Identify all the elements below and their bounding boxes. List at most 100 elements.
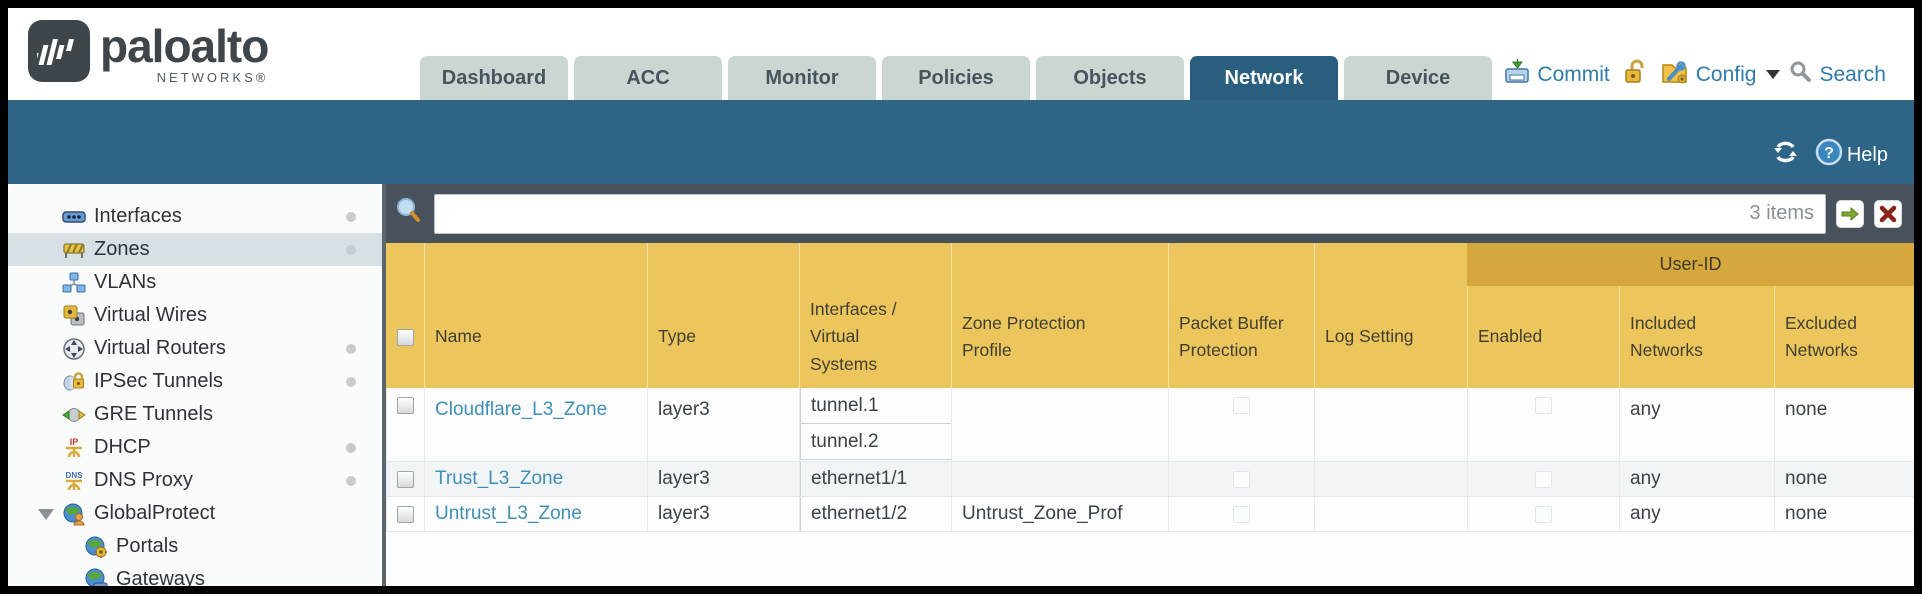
- refresh-icon[interactable]: [1772, 140, 1799, 170]
- excluded-networks: none: [1774, 497, 1914, 531]
- sidebar-item-dhcp[interactable]: IP DHCP: [8, 431, 382, 464]
- item-count: 3 items: [1749, 201, 1814, 224]
- portals-icon: [84, 535, 108, 559]
- lock-icon[interactable]: [1623, 58, 1648, 91]
- filter-search-icon: [394, 196, 424, 231]
- expander-triangle-icon[interactable]: [38, 509, 54, 520]
- svg-text:?: ?: [1824, 145, 1834, 162]
- status-dot: [346, 245, 356, 255]
- config-icon: [1661, 59, 1690, 91]
- main-nav-tabs: Dashboard ACC Monitor Policies Objects N…: [420, 56, 1492, 100]
- excluded-networks: none: [1774, 462, 1914, 496]
- zone-name-link[interactable]: Untrust_L3_Zone: [435, 503, 582, 524]
- clear-filter-button[interactable]: [1874, 199, 1902, 228]
- sidebar-item-portals[interactable]: Portals: [8, 530, 382, 563]
- sidebar-item-virtual-routers[interactable]: Virtual Routers: [8, 332, 382, 365]
- zone-type: layer3: [647, 388, 799, 461]
- packet-buffer-checkbox[interactable]: [1168, 388, 1314, 461]
- zone-name-link[interactable]: Cloudflare_L3_Zone: [435, 399, 608, 420]
- help-button[interactable]: ? Help: [1815, 138, 1888, 172]
- zone-name-link[interactable]: Trust_L3_Zone: [435, 468, 564, 489]
- app-window: paloalto NETWORKS® Dashboard ACC Monitor…: [8, 8, 1914, 586]
- interfaces-icon: [62, 205, 86, 229]
- teal-band: ? Help: [8, 100, 1914, 184]
- col-interfaces[interactable]: Interfaces / Virtual Systems: [799, 243, 951, 388]
- commit-icon: [1504, 58, 1531, 91]
- tab-acc[interactable]: ACC: [574, 56, 722, 100]
- sidebar-item-virtual-wires[interactable]: Virtual Wires: [8, 299, 382, 332]
- included-networks: any: [1619, 497, 1774, 531]
- sidebar-item-dns-proxy[interactable]: DNS DNS Proxy: [8, 464, 382, 497]
- log-setting: [1314, 388, 1467, 461]
- zone-interfaces: ethernet1/2: [799, 497, 951, 531]
- help-icon: ?: [1815, 138, 1843, 172]
- help-label: Help: [1846, 143, 1888, 166]
- network-sidebar: Interfaces Zones VLANs Vir: [8, 184, 386, 586]
- search-icon: [1789, 60, 1813, 90]
- sidebar-item-vlans[interactable]: VLANs: [8, 266, 382, 299]
- apply-filter-button[interactable]: [1836, 199, 1864, 228]
- brand-sub: NETWORKS®: [156, 70, 269, 85]
- select-all-checkbox[interactable]: [386, 243, 424, 388]
- filter-input[interactable]: [434, 193, 1826, 234]
- tab-device[interactable]: Device: [1344, 56, 1492, 100]
- vlans-icon: [62, 271, 86, 295]
- top-toolbar: Commit C: [1504, 58, 1886, 91]
- tab-network[interactable]: Network: [1190, 56, 1338, 100]
- status-dot: [346, 212, 356, 222]
- tab-dashboard[interactable]: Dashboard: [420, 56, 568, 100]
- col-excluded-networks[interactable]: Excluded Networks: [1774, 286, 1914, 388]
- col-zone-protection-profile[interactable]: Zone Protection Profile: [951, 243, 1168, 388]
- zones-content: 3 items Name Type Interfaces / Virtual S…: [386, 184, 1914, 586]
- svg-text:DNS: DNS: [66, 471, 84, 480]
- status-dot: [346, 344, 356, 354]
- col-enabled[interactable]: Enabled: [1467, 286, 1619, 388]
- included-networks: any: [1619, 388, 1774, 461]
- chevron-down-icon: [1766, 70, 1781, 79]
- table-row: Trust_L3_Zone layer3 ethernet1/1 any non…: [386, 462, 1914, 497]
- dns-proxy-icon: DNS: [62, 469, 86, 493]
- filter-bar: 3 items: [386, 184, 1914, 243]
- packet-buffer-checkbox[interactable]: [1168, 497, 1314, 531]
- row-checkbox[interactable]: [386, 462, 424, 496]
- zones-icon: [62, 238, 86, 262]
- tab-monitor[interactable]: Monitor: [728, 56, 876, 100]
- paloalto-logo: paloalto NETWORKS®: [28, 20, 269, 85]
- sidebar-item-globalprotect[interactable]: GlobalProtect: [8, 497, 382, 530]
- log-setting: [1314, 497, 1467, 531]
- userid-enabled-checkbox[interactable]: [1467, 388, 1619, 461]
- gateways-icon: [84, 568, 108, 586]
- svg-text:IP: IP: [70, 437, 79, 447]
- col-included-networks[interactable]: Included Networks: [1619, 286, 1774, 388]
- paloalto-logo-icon: [28, 20, 90, 82]
- zones-table-header: Name Type Interfaces / Virtual Systems Z…: [386, 243, 1914, 388]
- interface-cell: ethernet1/1: [800, 462, 951, 496]
- sidebar-item-zones[interactable]: Zones: [8, 233, 382, 266]
- sidebar-item-gre-tunnels[interactable]: GRE Tunnels: [8, 398, 382, 431]
- row-checkbox[interactable]: [386, 497, 424, 531]
- col-log-setting[interactable]: Log Setting: [1314, 243, 1467, 388]
- userid-enabled-checkbox[interactable]: [1467, 497, 1619, 531]
- sidebar-item-ipsec-tunnels[interactable]: IPSec Tunnels: [8, 365, 382, 398]
- tab-objects[interactable]: Objects: [1036, 56, 1184, 100]
- sidebar-item-gateways[interactable]: Gateways: [8, 563, 382, 586]
- config-menu[interactable]: Config: [1661, 59, 1781, 91]
- packet-buffer-checkbox[interactable]: [1168, 462, 1314, 496]
- col-name[interactable]: Name: [424, 243, 647, 388]
- tab-policies[interactable]: Policies: [882, 56, 1030, 100]
- userid-enabled-checkbox[interactable]: [1467, 462, 1619, 496]
- status-dot: [346, 377, 356, 387]
- search-button[interactable]: Search: [1789, 60, 1886, 90]
- interface-cell: ethernet1/2: [800, 497, 951, 531]
- row-checkbox[interactable]: [386, 388, 424, 461]
- dhcp-icon: IP: [62, 436, 86, 460]
- virtual-wires-icon: [62, 304, 86, 328]
- zone-interfaces: ethernet1/1: [799, 462, 951, 496]
- sidebar-item-interfaces[interactable]: Interfaces: [8, 200, 382, 233]
- col-type[interactable]: Type: [647, 243, 799, 388]
- status-dot: [346, 443, 356, 453]
- gre-tunnels-icon: [62, 403, 86, 427]
- green-arrow-icon: [1841, 206, 1859, 221]
- col-packet-buffer-protection[interactable]: Packet Buffer Protection: [1168, 243, 1314, 388]
- commit-button[interactable]: Commit: [1504, 58, 1610, 91]
